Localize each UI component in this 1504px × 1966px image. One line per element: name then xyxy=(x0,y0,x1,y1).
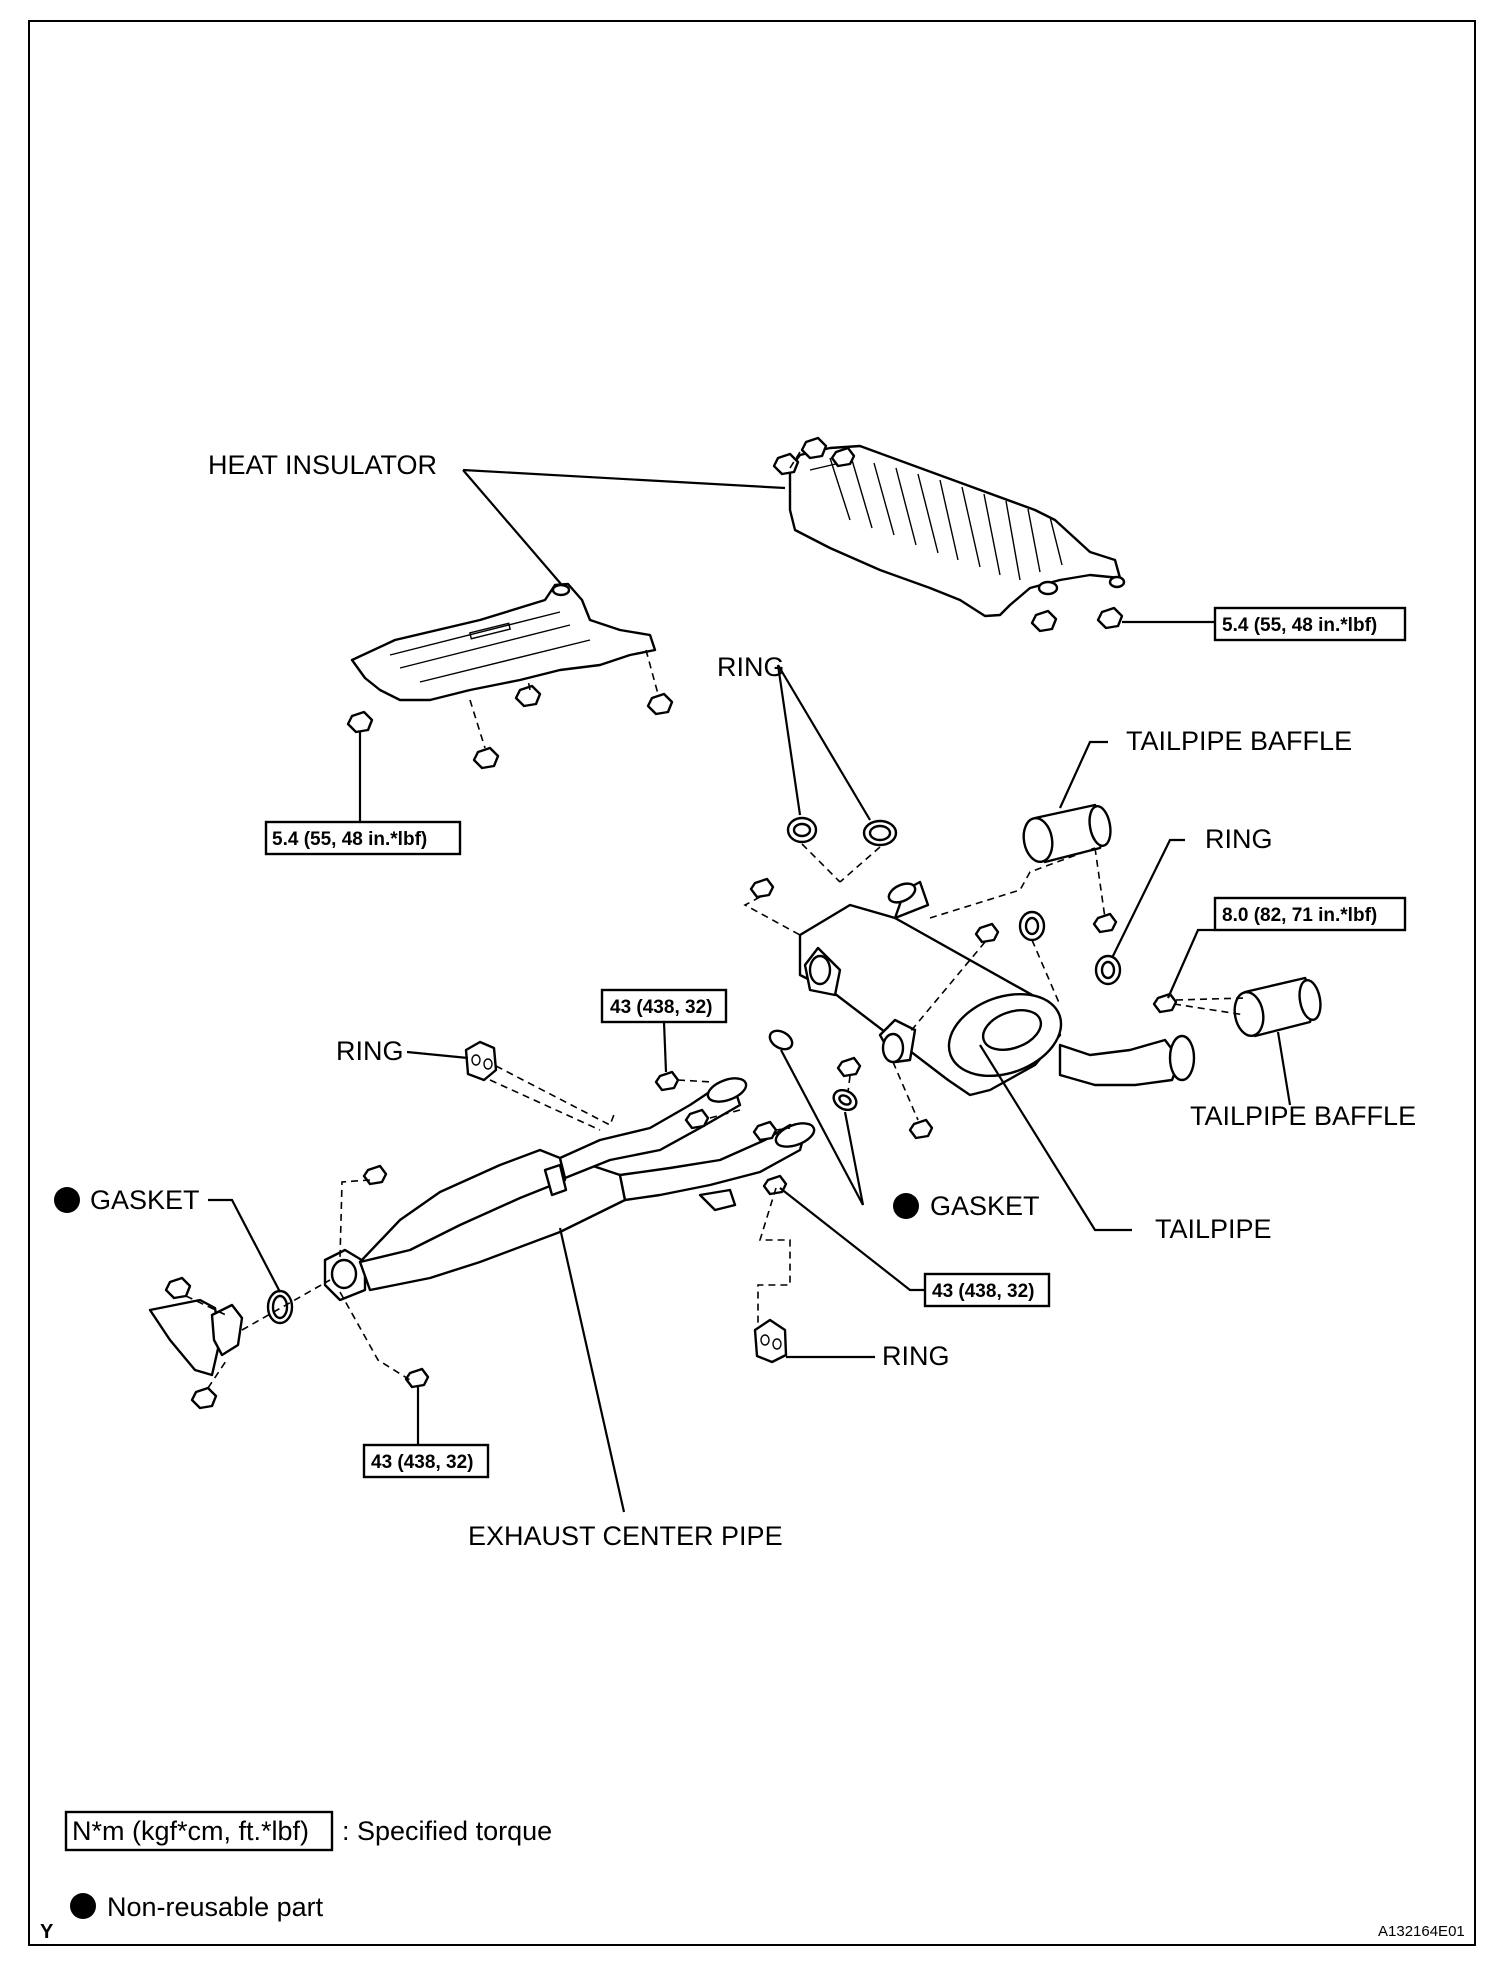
label-tailpipe-baffle-top: TAILPIPE BAFFLE xyxy=(1126,726,1352,756)
leader-ring-left xyxy=(406,1050,469,1060)
tailpipe-baffle-lower xyxy=(1233,976,1322,1038)
torque-box-insulator-rear: 5.4 (55, 48 in.*lbf) xyxy=(1122,606,1407,642)
center-pipe-bolts xyxy=(339,1070,791,1389)
torque-value: 43 (438, 32) xyxy=(932,1281,1034,1302)
torque-value: 5.4 (55, 48 in.*lbf) xyxy=(1222,615,1377,636)
leader-ring-right xyxy=(1111,838,1185,959)
label-gasket-left: GASKET xyxy=(90,1185,200,1215)
torque-box-center-top: 43 (438, 32) xyxy=(600,988,728,1073)
front-heat-insulator xyxy=(350,582,657,702)
heat-insulator-leaders xyxy=(462,468,786,585)
torque-box-insulator-front: 5.4 (55, 48 in.*lbf) xyxy=(264,732,462,856)
leader-ring-top xyxy=(776,664,871,821)
diagram-frame xyxy=(28,20,1476,1946)
legend-nonreusable-icon xyxy=(70,1893,96,1919)
label-tailpipe: TAILPIPE xyxy=(1155,1214,1272,1244)
muffler-bolts xyxy=(749,877,1118,1140)
rear-heat-insulator xyxy=(788,444,1126,618)
torque-box-center-right: 43 (438, 32) xyxy=(779,1187,1051,1308)
label-ring-left: RING xyxy=(336,1036,404,1066)
nonreusable-marker-mid xyxy=(893,1193,919,1219)
torque-value: 43 (438, 32) xyxy=(371,1452,473,1473)
leader-baffle-bottom xyxy=(1276,1031,1292,1106)
torque-value: 5.4 (55, 48 in.*lbf) xyxy=(272,829,427,850)
rubber-ring-bottom xyxy=(753,1318,788,1364)
muffler-tailpipe xyxy=(798,880,1196,1097)
torque-box-baffle: 8.0 (82, 71 in.*lbf) xyxy=(1166,896,1407,999)
leader-gasket-mid xyxy=(780,1049,865,1206)
label-gasket-mid: GASKET xyxy=(930,1191,1040,1221)
legend-torque-desc: : Specified torque xyxy=(342,1816,552,1846)
tailpipe-baffle-upper xyxy=(1022,803,1112,864)
rear-insulator-nuts xyxy=(772,436,1124,633)
leader-center-pipe xyxy=(558,1227,626,1513)
torque-value: 8.0 (82, 71 in.*lbf) xyxy=(1222,905,1377,926)
label-tailpipe-baffle-bottom: TAILPIPE BAFFLE xyxy=(1190,1101,1416,1131)
exhaust-center-pipe xyxy=(323,1077,816,1302)
figure-code: A132164E01 xyxy=(1378,1923,1465,1940)
footer-left: Y xyxy=(40,1921,54,1943)
torque-value: 43 (438, 32) xyxy=(610,997,712,1018)
label-ring-right: RING xyxy=(1205,824,1273,854)
nonreusable-marker-left xyxy=(54,1187,80,1213)
label-ring-bottom: RING xyxy=(882,1341,950,1371)
muffler-rings xyxy=(786,816,1122,986)
label-ring-top: RING xyxy=(717,652,785,682)
legend-torque-box: N*m (kgf*cm, ft.*lbf) xyxy=(72,1816,309,1846)
front-pipe-stub xyxy=(148,1276,331,1410)
label-heat-insulator: HEAT INSULATOR xyxy=(208,450,437,480)
torque-box-center-bottom: 43 (438, 32) xyxy=(362,1387,490,1479)
legend-nonreusable: Non-reusable part xyxy=(107,1892,324,1922)
rubber-ring-left xyxy=(464,1040,616,1131)
leader-baffle-top xyxy=(1058,740,1108,809)
legend: N*m (kgf*cm, ft.*lbf) : Specified torque… xyxy=(64,1810,552,1922)
leader-tailpipe xyxy=(979,1044,1132,1232)
label-exhaust-center-pipe: EXHAUST CENTER PIPE xyxy=(468,1521,783,1551)
muffler-guides xyxy=(743,843,1106,1121)
front-insulator-nuts xyxy=(346,649,674,770)
leader-gasket-left xyxy=(208,1198,281,1293)
mid-gaskets xyxy=(768,1029,858,1112)
